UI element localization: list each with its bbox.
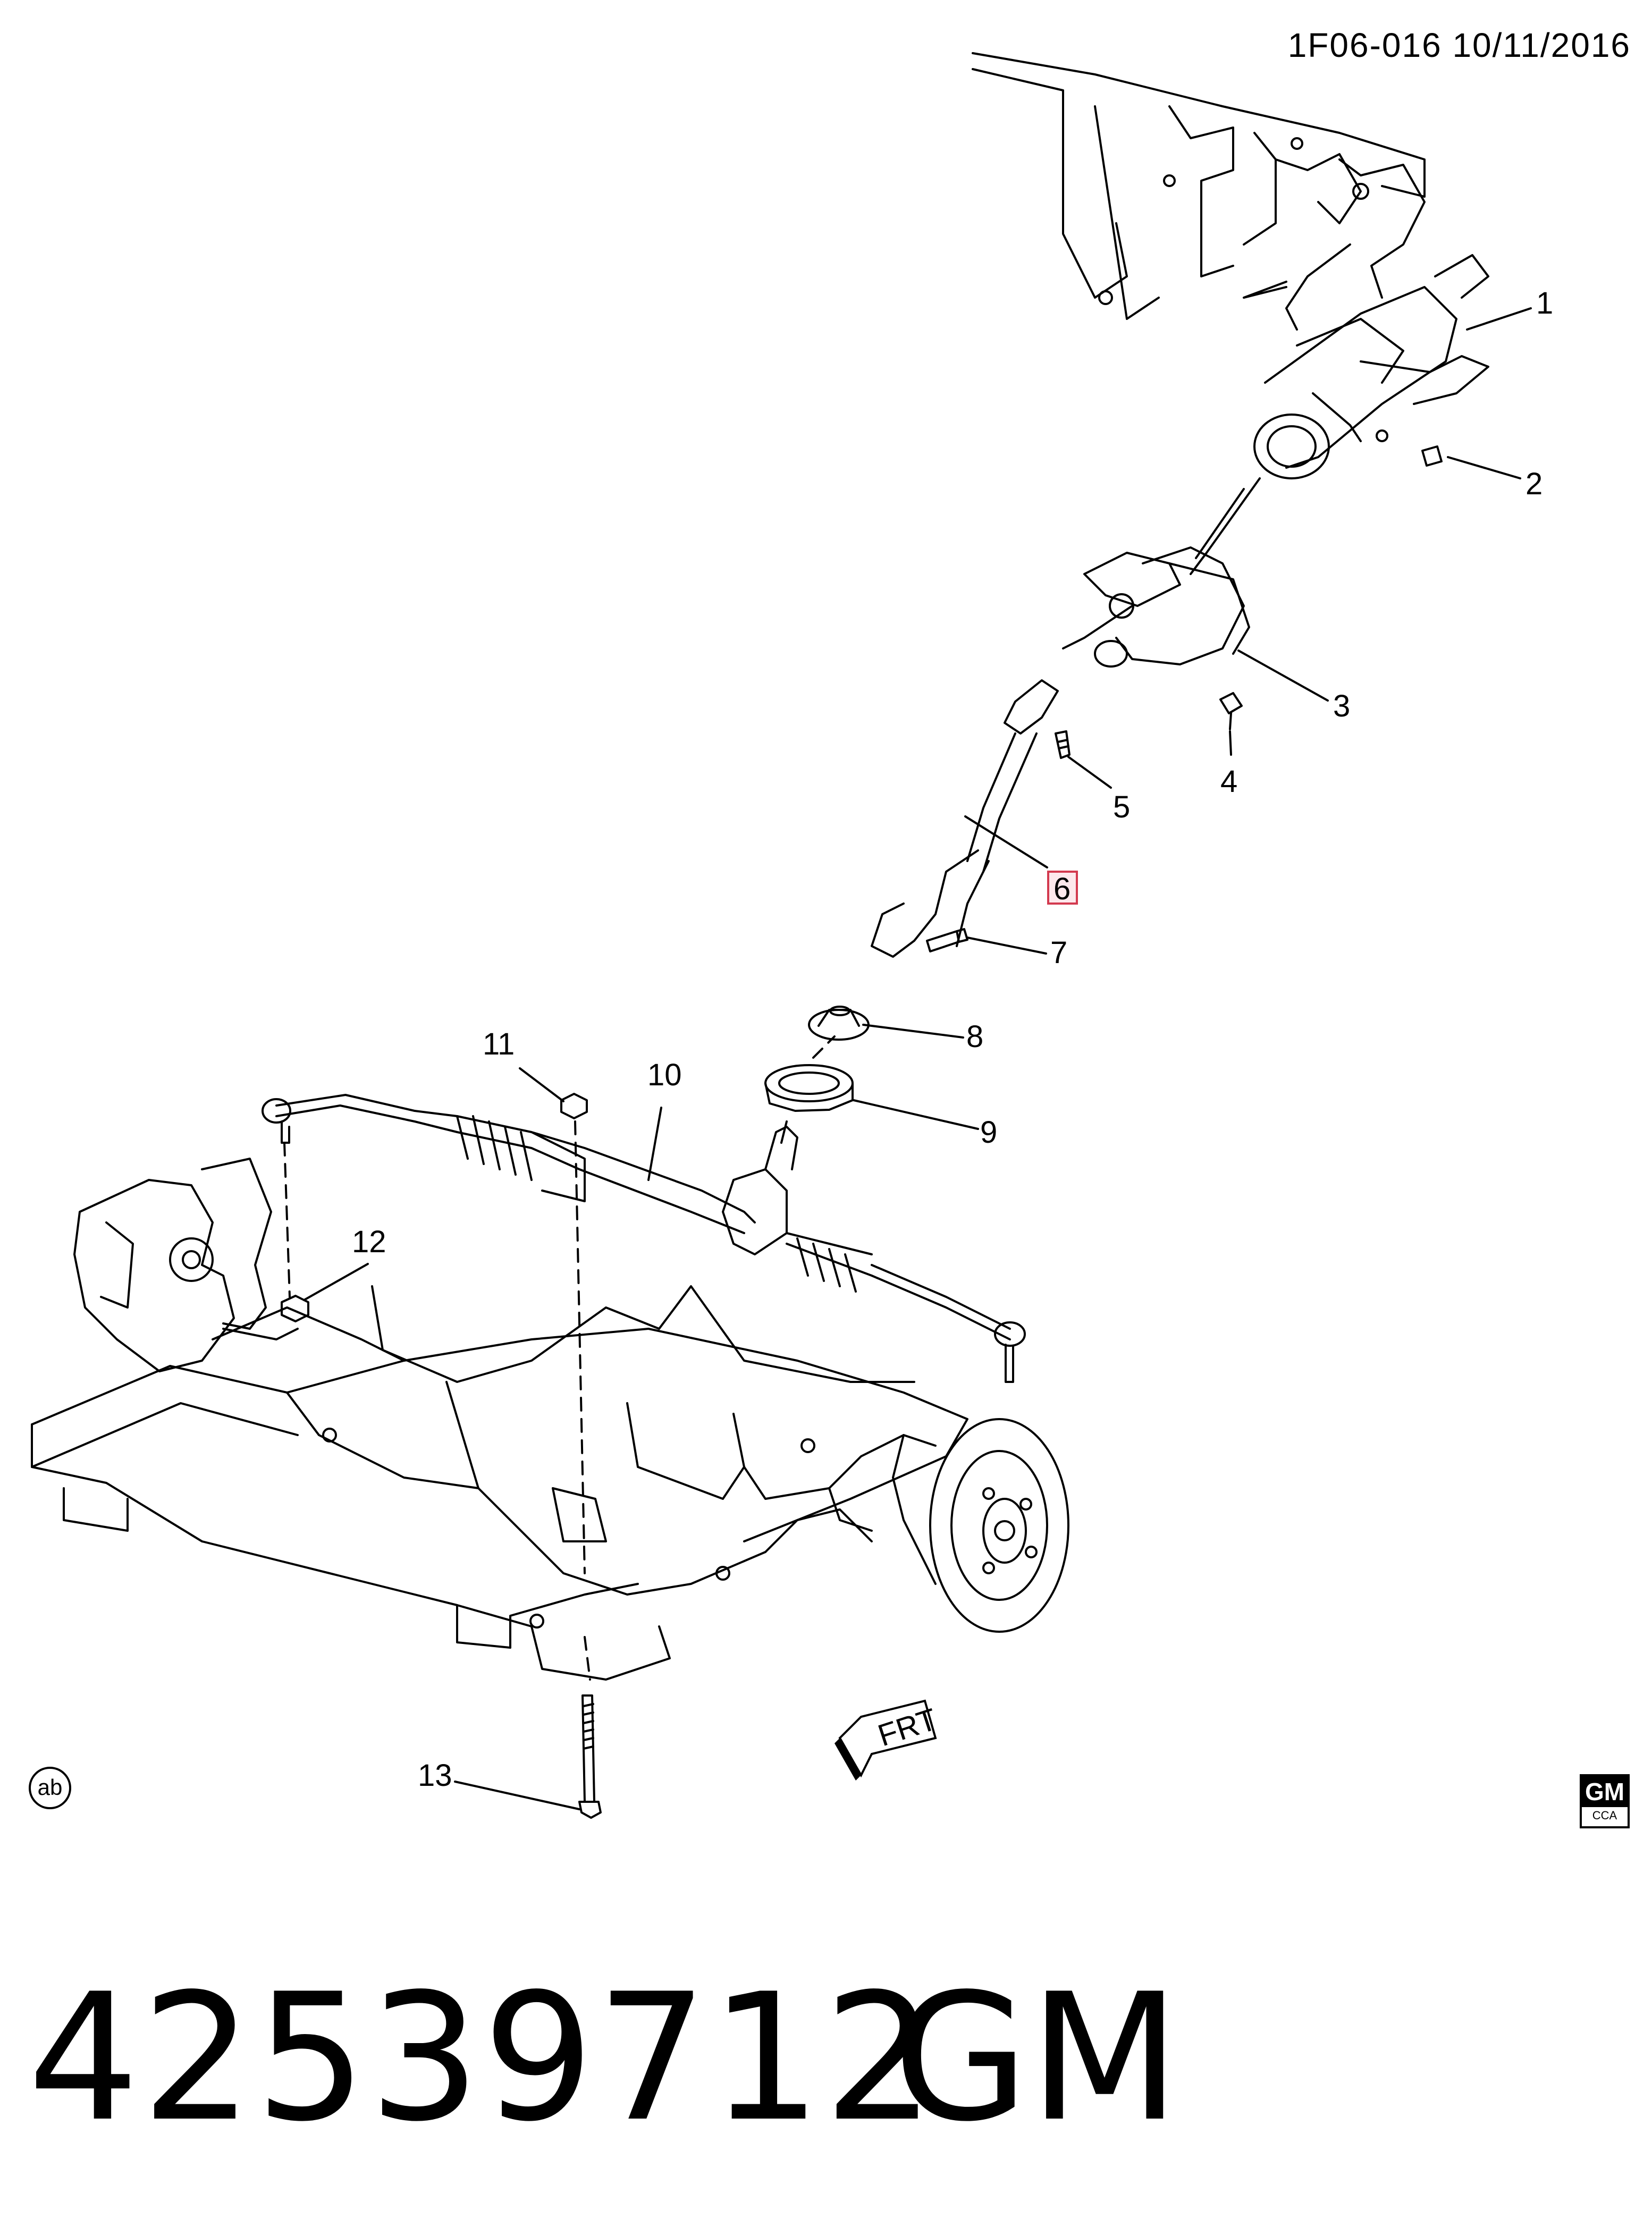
steering-column <box>1253 254 1489 479</box>
bolt <box>1421 445 1443 467</box>
callout-2: 2 <box>1525 467 1543 501</box>
callouts: 1 2 3 4 5 6 7 8 9 10 11 12 13 <box>352 286 1553 1793</box>
callout-6: 6 <box>1053 872 1071 906</box>
part-number: 42539712 <box>28 1956 938 2160</box>
diagram-code-date: 1F06-016 10/11/2016 <box>1287 26 1631 64</box>
callout-6-highlight <box>1047 871 1078 905</box>
column-shaft-with-motor <box>1062 477 1261 668</box>
callout-11: 11 <box>483 1027 515 1061</box>
callout-4: 4 <box>1220 764 1237 799</box>
bolt <box>578 1694 602 1819</box>
steering-boot <box>764 1064 854 1112</box>
callout-8: 8 <box>966 1019 983 1054</box>
callout-9: 9 <box>980 1115 997 1150</box>
callout-12: 12 <box>352 1225 386 1259</box>
instrument-panel-bracket <box>972 52 1426 331</box>
callout-5: 5 <box>1113 790 1130 824</box>
ab-badge: ab <box>29 1767 71 1809</box>
callout-10: 10 <box>647 1058 682 1092</box>
cca-logo-text: CCA <box>1592 1809 1617 1822</box>
gm-logo-text: GM <box>1582 1776 1628 1807</box>
gm-cca-logo: GM CCA <box>1580 1774 1630 1828</box>
seal <box>808 1006 870 1041</box>
intermediate-shaft <box>871 679 1059 958</box>
callout-13: 13 <box>418 1758 452 1793</box>
centerline <box>283 1035 836 1681</box>
steering-gear <box>262 1094 1026 1383</box>
steering-knuckle-left <box>73 1158 299 1372</box>
callout-1: 1 <box>1536 286 1553 320</box>
front-direction-arrow: FRT <box>835 1699 941 1781</box>
brake-rotor-hub-right <box>743 1418 1069 1633</box>
bolt <box>1219 692 1243 730</box>
nut <box>281 1295 309 1322</box>
bolt <box>926 928 968 952</box>
brand-name: GM <box>893 1956 1181 2160</box>
bolt <box>1055 730 1071 759</box>
nut <box>560 1093 588 1119</box>
frt-label: FRT <box>874 1702 941 1753</box>
front-subframe <box>31 1285 968 1681</box>
callout-7: 7 <box>1050 935 1067 970</box>
leader-lines <box>303 307 1532 1810</box>
callout-3: 3 <box>1333 689 1350 723</box>
